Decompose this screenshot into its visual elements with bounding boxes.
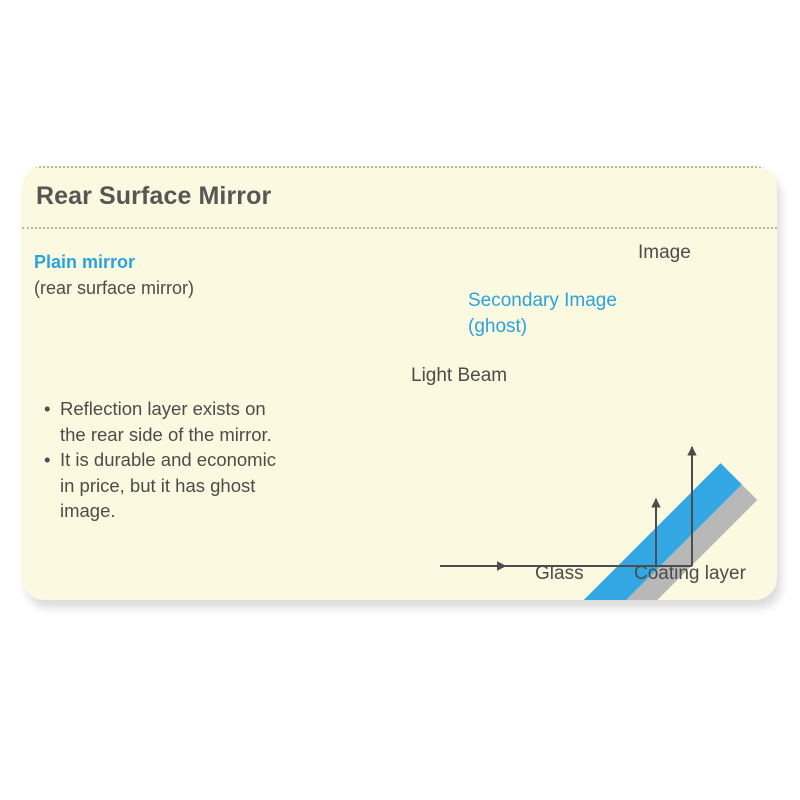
card-top-dotted-border	[22, 166, 777, 168]
bullet-marker-icon: •	[44, 398, 51, 419]
glass-slab	[553, 463, 742, 600]
bullet-line: Reflection layer exists on	[60, 398, 266, 419]
diagram-svg	[440, 446, 758, 600]
label-coating-layer: Coating layer	[634, 563, 746, 584]
bullet-marker-icon: •	[44, 449, 51, 470]
bullet-line: It is durable and economic	[60, 449, 276, 470]
bullet-list: • Reflection layer exists on the rear si…	[44, 396, 344, 524]
label-glass: Glass	[535, 563, 584, 584]
description-column: Plain mirror (rear surface mirror)	[34, 250, 364, 301]
label-secondary-image-line2: (ghost)	[468, 316, 528, 337]
label-light-beam: Light Beam	[411, 365, 508, 386]
mirror-slab	[553, 463, 758, 600]
bullet-line: the rear side of the mirror.	[60, 423, 272, 445]
bullet-line: image.	[60, 500, 116, 521]
label-secondary-image-line1: Secondary Image	[468, 290, 617, 311]
coating-stripe	[574, 484, 758, 600]
card-header-divider	[22, 227, 777, 229]
list-item: • It is durable and economic in price, b…	[44, 447, 344, 524]
list-item: • Reflection layer exists on the rear si…	[44, 396, 344, 447]
page-title: Rear Surface Mirror	[36, 182, 272, 210]
subtitle-highlight: Plain mirror	[34, 252, 136, 272]
rear-surface-mirror-card: Rear Surface Mirror Plain mirror (rear s…	[22, 166, 777, 600]
bullet-line: in price, but it has ghost	[60, 474, 256, 496]
rear-surface-mirror-diagram: Image Secondary Image (ghost) Light Beam…	[22, 166, 777, 600]
label-image: Image	[638, 242, 691, 263]
subtitle-secondary: (rear surface mirror)	[34, 278, 195, 298]
